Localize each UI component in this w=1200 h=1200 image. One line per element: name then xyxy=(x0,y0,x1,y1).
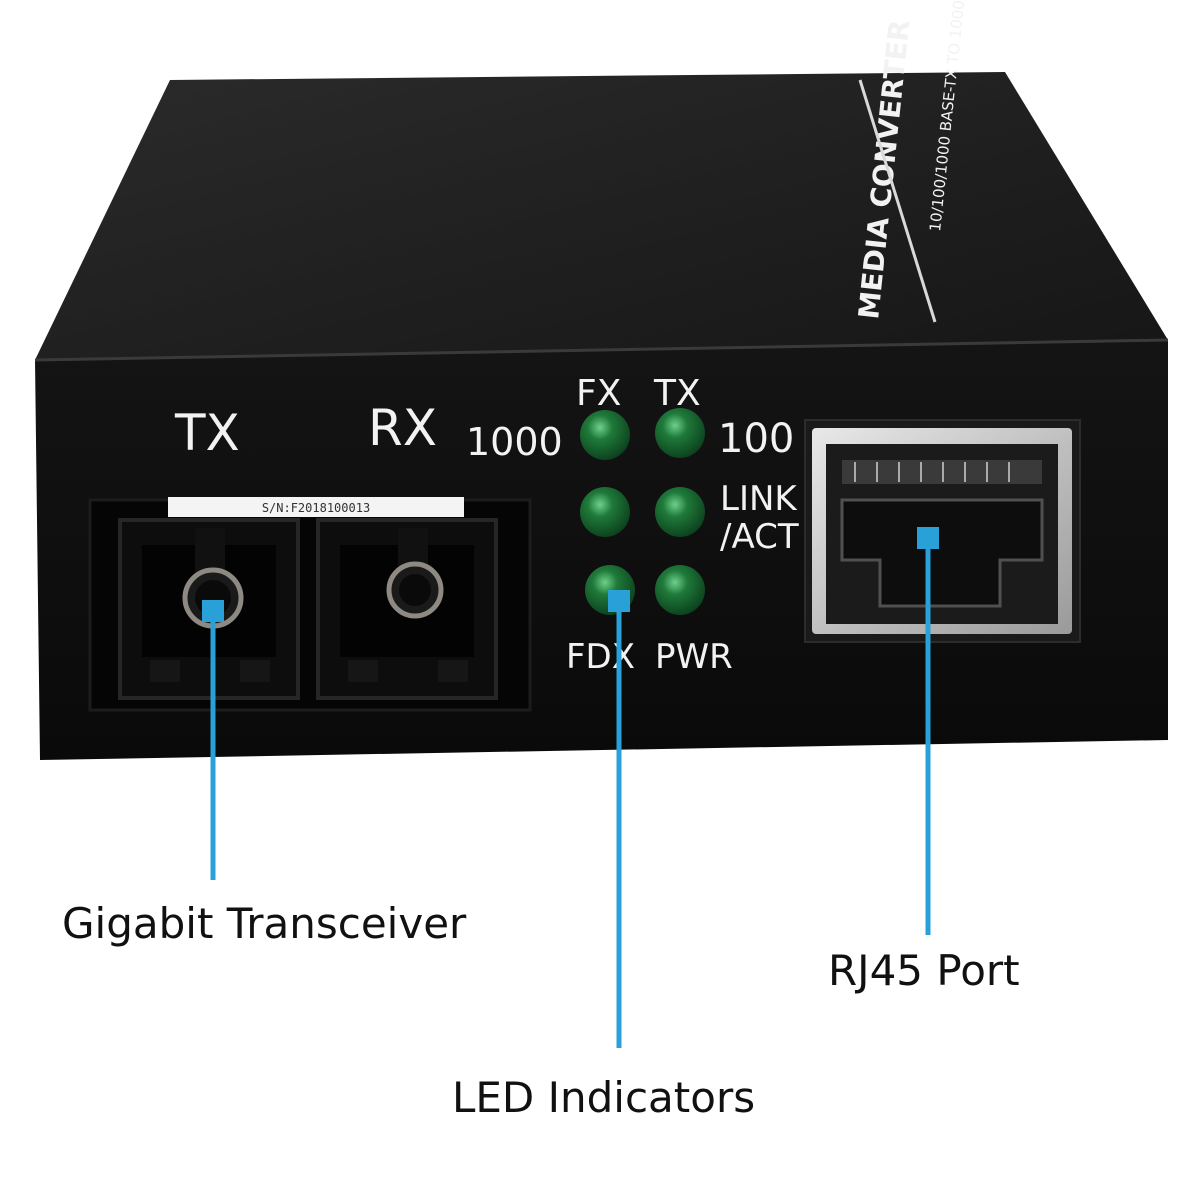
transceiver-callout-marker xyxy=(202,600,224,622)
led-label-act: /ACT xyxy=(720,517,799,557)
rx-port-label: RX xyxy=(368,399,437,457)
rx-fiber-port xyxy=(316,518,498,700)
led-label-fx: FX xyxy=(576,373,621,414)
led-tx xyxy=(655,408,705,458)
callout-rj45-port: RJ45 Port xyxy=(828,946,1020,995)
top-label-rule xyxy=(858,79,937,323)
callout-gigabit-transceiver: Gigabit Transceiver xyxy=(62,899,467,948)
led-pwr xyxy=(655,565,705,615)
led-label-pwr: PWR xyxy=(655,637,733,677)
led-label-link: LINK xyxy=(720,479,798,519)
front-edge xyxy=(34,338,1169,362)
sc-transceiver: S/N:F2018100013 xyxy=(88,497,532,712)
led-link-act xyxy=(655,487,705,537)
device-top-surface xyxy=(35,72,1168,360)
led-link-1000 xyxy=(580,487,630,537)
led-callout-marker xyxy=(608,590,630,612)
callout-led-indicators: LED Indicators xyxy=(452,1073,755,1122)
rj45-callout-marker xyxy=(917,527,939,549)
led-label-tx: TX xyxy=(653,373,701,414)
serial-sticker xyxy=(168,497,464,517)
serial-sticker-text: S/N:F2018100013 xyxy=(262,501,370,515)
speed-100-label: 100 xyxy=(718,416,794,462)
led-fx xyxy=(580,410,630,460)
speed-1000-label: 1000 xyxy=(466,420,563,464)
rj45-contacts xyxy=(854,462,1010,482)
tx-port-label: TX xyxy=(174,404,240,462)
callout-lines xyxy=(202,527,939,1048)
rj45-port xyxy=(804,419,1081,643)
led-label-fdx: FDX xyxy=(566,637,635,677)
